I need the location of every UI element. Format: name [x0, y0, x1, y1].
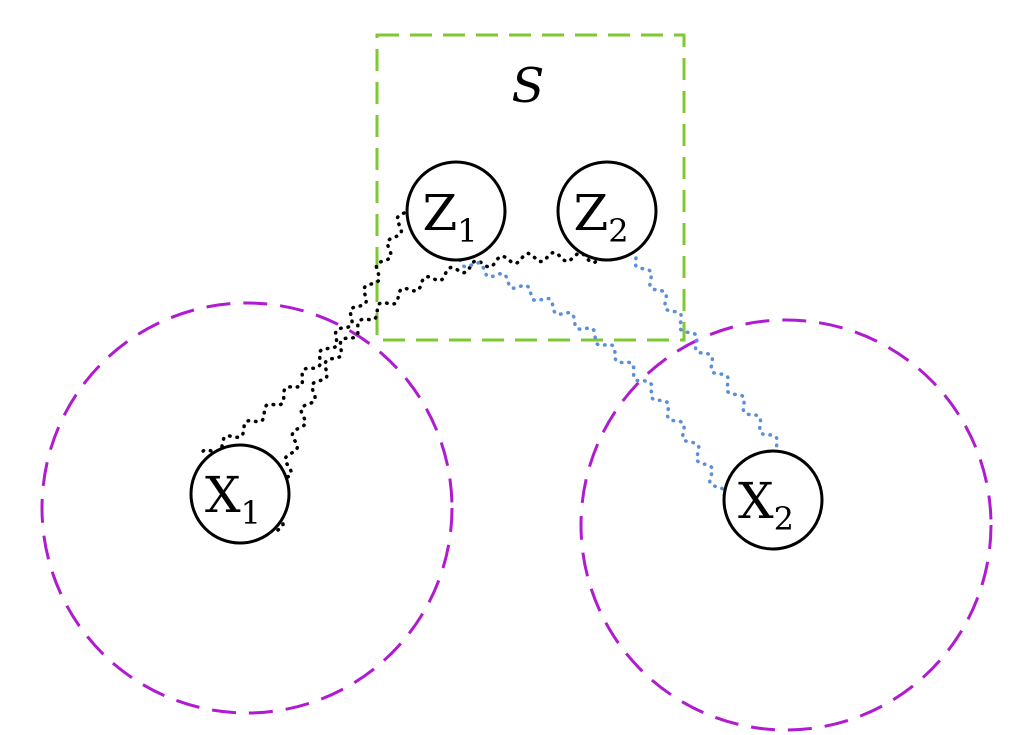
path-z2-x2	[633, 256, 823, 496]
neighborhood-x1-circle	[40, 301, 454, 715]
node-x1-label: X1	[205, 466, 261, 532]
node-x1: X1	[189, 443, 291, 545]
path-z1-x1	[201, 211, 406, 454]
set-s-label: S	[512, 58, 545, 114]
neighborhood-x2-circle	[579, 318, 993, 732]
node-z2-label: Z2	[573, 184, 628, 250]
node-z2: Z2	[556, 160, 658, 262]
node-z1: Z1	[405, 160, 507, 262]
set-s-box	[375, 33, 686, 342]
node-x2-label: X2	[738, 472, 794, 538]
node-z1-label: Z1	[422, 184, 477, 250]
path-x1-z2	[274, 250, 607, 532]
node-x2: X2	[722, 449, 824, 551]
